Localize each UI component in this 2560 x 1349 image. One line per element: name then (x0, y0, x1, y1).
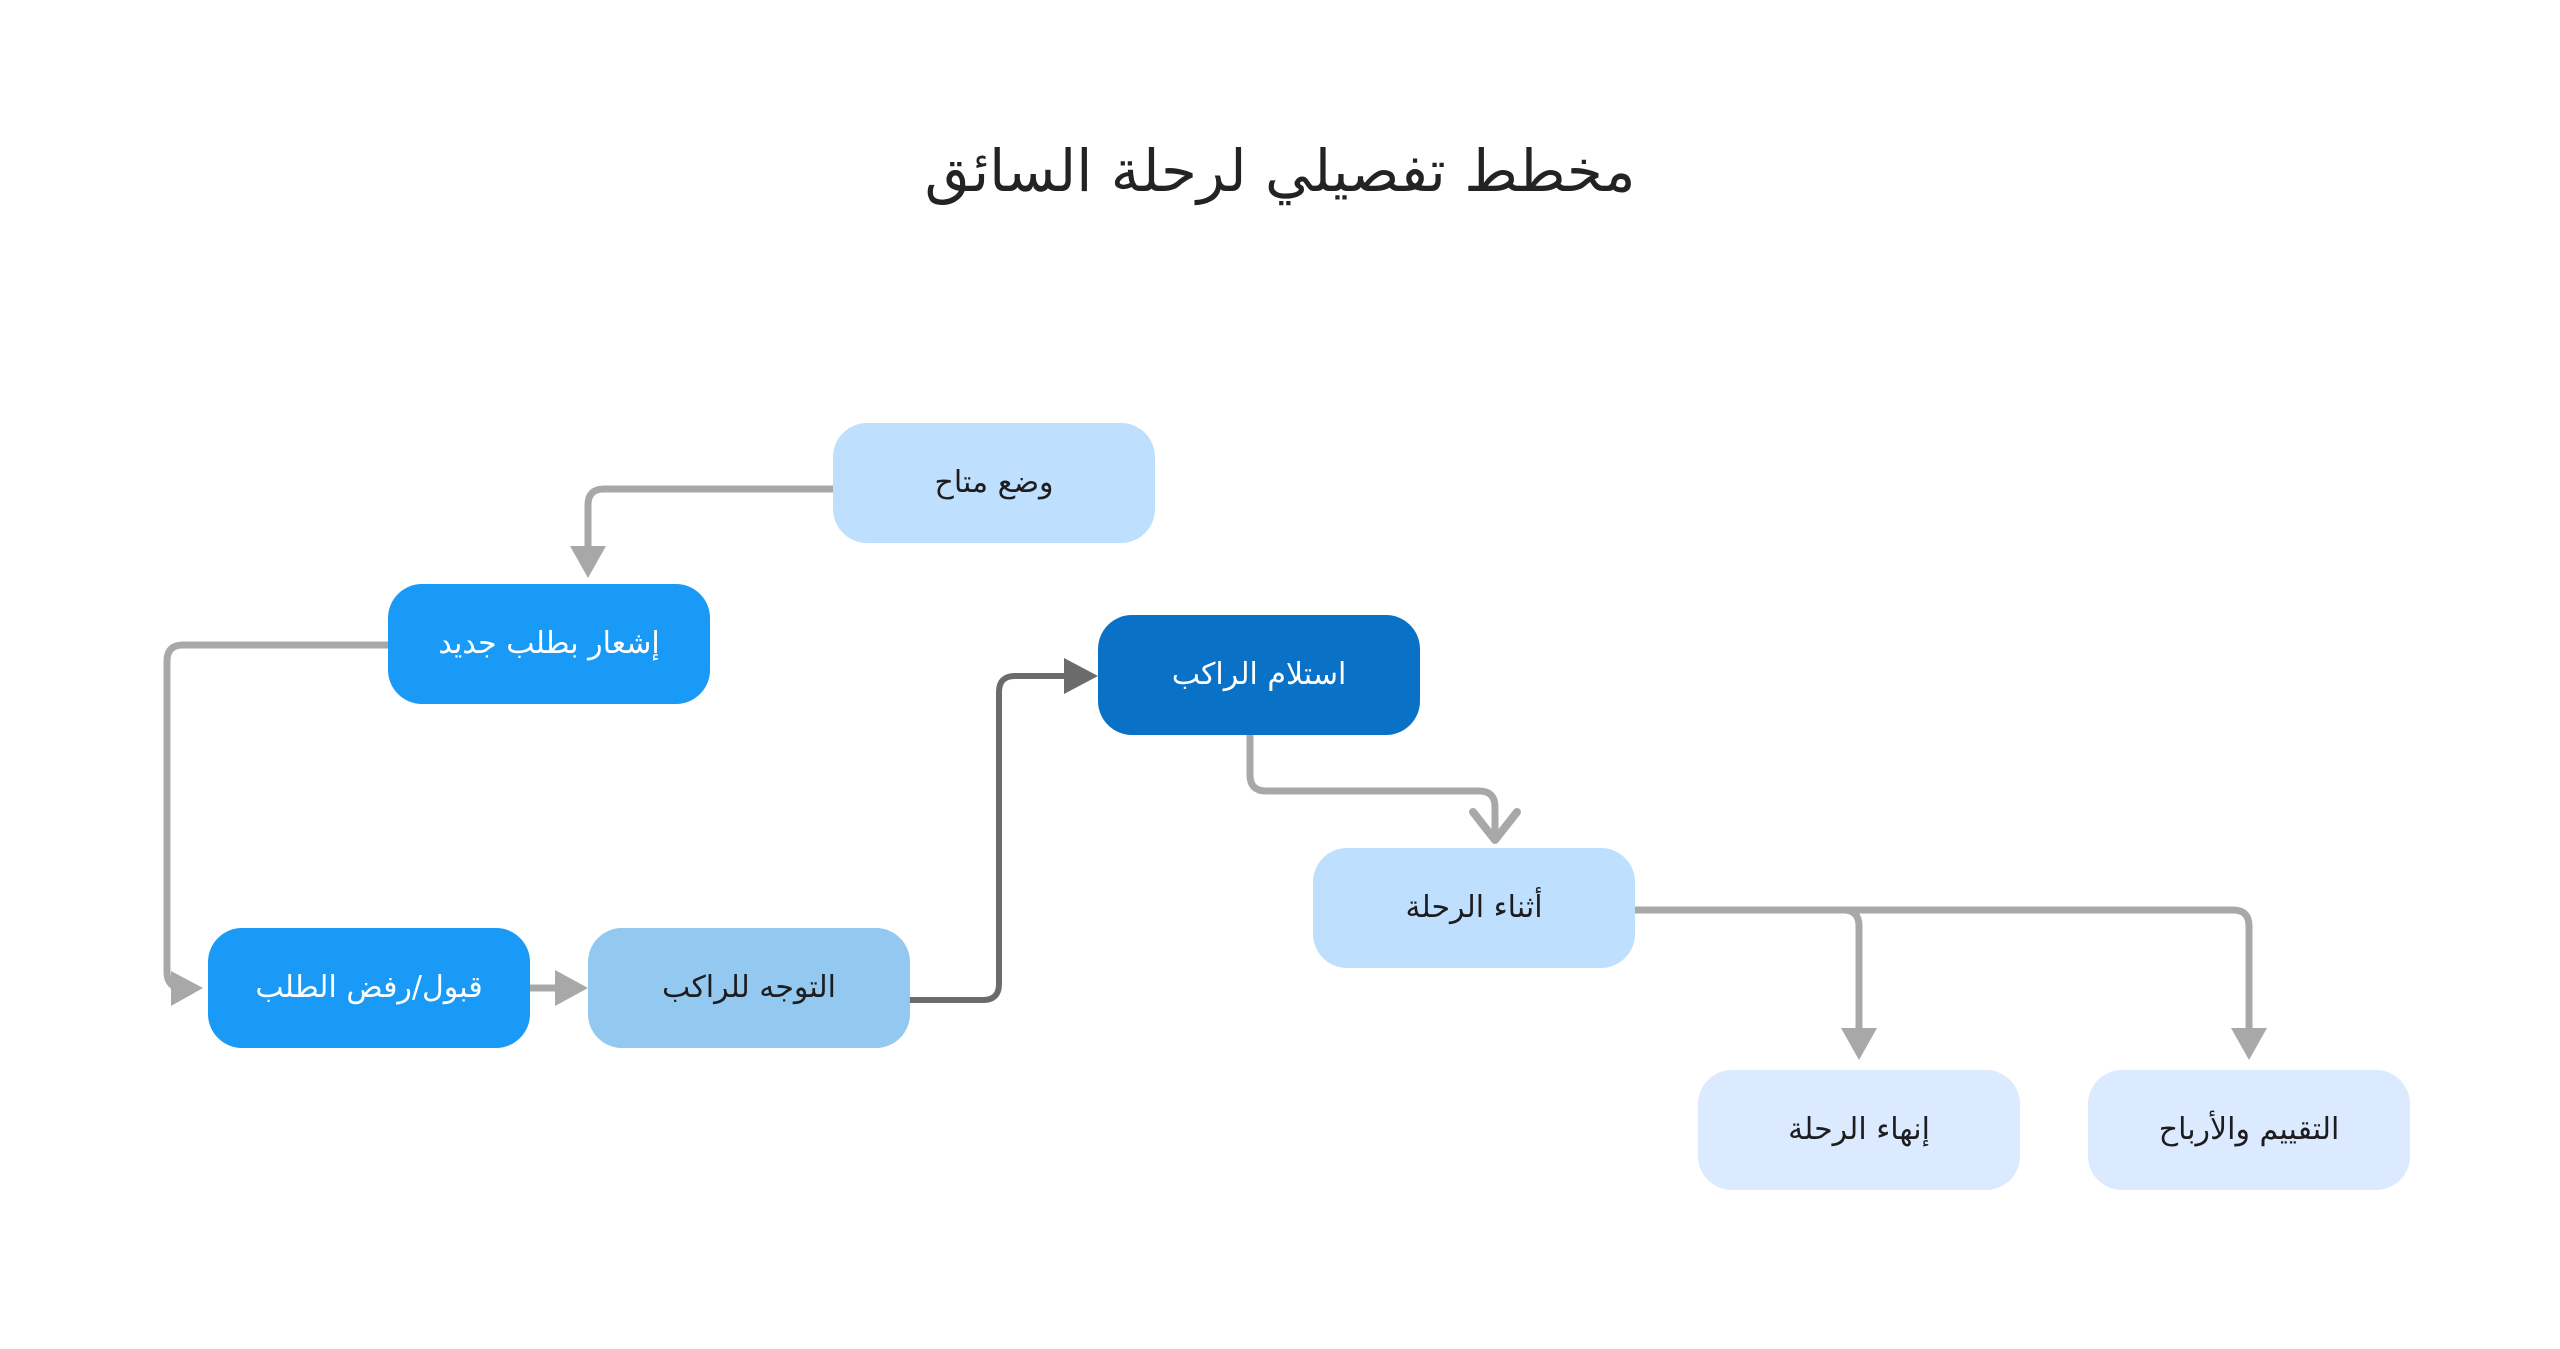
node-label-rating-and-earnings: التقييم والأرباح (2158, 1112, 2340, 1147)
edge-head-to-passenger-to-pickup-passenger (907, 658, 1098, 1003)
node-end-trip[interactable]: إنهاء الرحلة (1698, 1070, 2020, 1190)
node-pickup-passenger[interactable]: استلام الراكب (1098, 615, 1420, 735)
node-label-head-to-passenger: التوجه للراكب (662, 970, 836, 1005)
edge-accept-reject-request-to-head-to-passenger (526, 970, 588, 1006)
edge-pickup-passenger-to-during-trip (1246, 731, 1521, 844)
node-label-available-mode: وضع متاح (934, 465, 1054, 500)
edge-during-trip-to-rating-and-earnings (1631, 906, 2267, 1060)
page-title: مخطط تفصيلي لرحلة السائق (924, 137, 1636, 205)
node-new-request-notification[interactable]: إشعار بطلب جديد (388, 584, 710, 704)
node-label-new-request-notification: إشعار بطلب جديد (438, 626, 660, 661)
node-label-end-trip: إنهاء الرحلة (1788, 1112, 1930, 1147)
node-head-to-passenger[interactable]: التوجه للراكب (588, 928, 910, 1048)
edge-during-trip-to-end-trip (1631, 906, 1877, 1060)
node-available-mode[interactable]: وضع متاح (833, 423, 1155, 543)
node-label-pickup-passenger: استلام الراكب (1171, 657, 1347, 692)
edge-available-mode-to-new-request-notification (570, 485, 837, 578)
node-rating-and-earnings[interactable]: التقييم والأرباح (2088, 1070, 2410, 1190)
node-label-accept-reject-request: قبول/رفض الطلب (255, 970, 483, 1005)
node-label-during-trip: أثناء الرحلة (1405, 890, 1543, 925)
node-during-trip[interactable]: أثناء الرحلة (1313, 848, 1635, 968)
node-accept-reject-request[interactable]: قبول/رفض الطلب (208, 928, 530, 1048)
